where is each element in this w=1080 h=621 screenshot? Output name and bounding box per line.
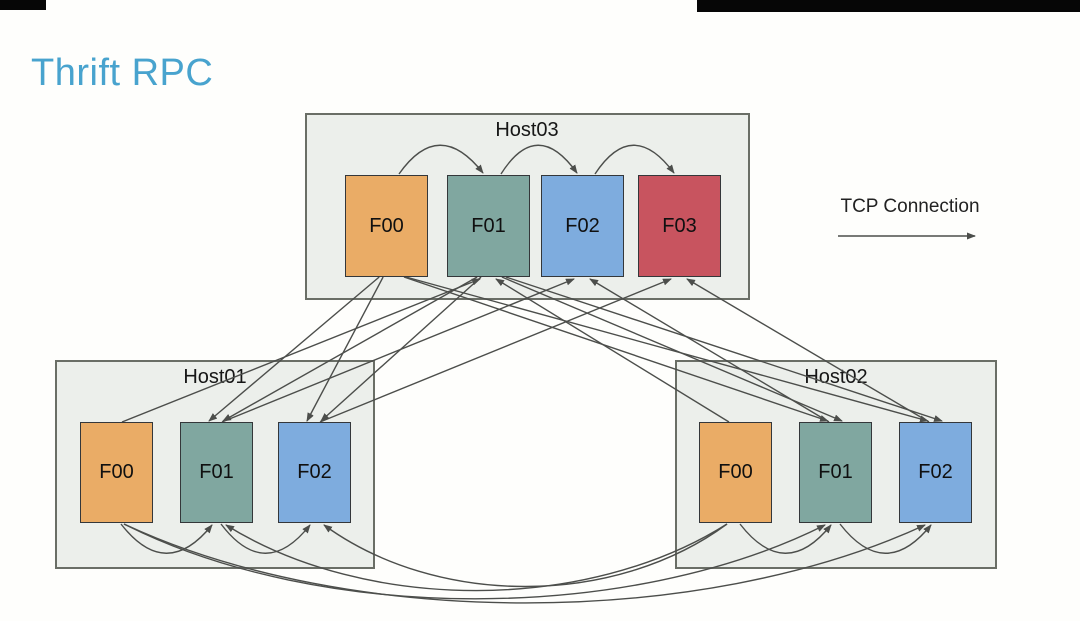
connection-arrow [323, 523, 728, 588]
block-host01-f02: F02 [278, 422, 351, 523]
block-label: F01 [471, 214, 506, 237]
top-right-black-bar [697, 0, 1080, 12]
connection-arrow [120, 523, 213, 554]
connection-arrow [495, 278, 730, 423]
block-label: F00 [99, 461, 134, 483]
connection-arrow [398, 144, 484, 175]
connection-arrow [121, 278, 481, 423]
block-label: F00 [718, 461, 753, 483]
top-left-black-bar [0, 0, 46, 10]
block-label: F00 [369, 214, 404, 237]
connection-arrow [500, 144, 578, 175]
page-title: Thrift RPC [31, 52, 214, 94]
block-label: F02 [918, 461, 953, 483]
host03-label: Host03 [495, 119, 559, 141]
block-host01-f01: F01 [180, 422, 253, 523]
block-label: F02 [297, 461, 332, 483]
block-label: F01 [199, 461, 234, 483]
connection-arrow [225, 523, 728, 592]
tcp-connection-label: TCP Connection [840, 196, 980, 217]
connection-arrow [320, 276, 482, 422]
connection-arrow [686, 278, 930, 423]
connection-arrow [221, 278, 575, 423]
connection-arrow [505, 276, 943, 422]
connection-arrow [501, 276, 843, 422]
connection-arrow [839, 523, 932, 554]
host01-label: Host01 [183, 366, 247, 388]
block-label: F03 [662, 214, 697, 237]
connection-arrow [306, 276, 384, 422]
block-host02-f01: F01 [799, 422, 872, 523]
block-host03-f00: F00 [345, 175, 428, 277]
connection-arrow [123, 523, 926, 604]
host02-label: Host02 [804, 366, 868, 388]
connection-arrow [220, 523, 311, 554]
connection-arrow [739, 523, 832, 554]
connection-arrow [594, 144, 675, 175]
connection-arrow [123, 523, 826, 600]
block-label: F01 [818, 461, 853, 483]
block-host03-f02: F02 [541, 175, 624, 277]
connection-arrow [222, 276, 478, 422]
block-host02-f00: F00 [699, 422, 772, 523]
block-host03-f01: F01 [447, 175, 530, 277]
connection-arrow [403, 276, 829, 422]
connection-arrow [208, 276, 380, 422]
connection-arrow [319, 278, 672, 423]
block-host01-f00: F00 [80, 422, 153, 523]
block-label: F02 [565, 214, 600, 237]
block-host03-f03: F03 [638, 175, 721, 277]
connection-arrow [405, 276, 929, 423]
block-host02-f02: F02 [899, 422, 972, 523]
